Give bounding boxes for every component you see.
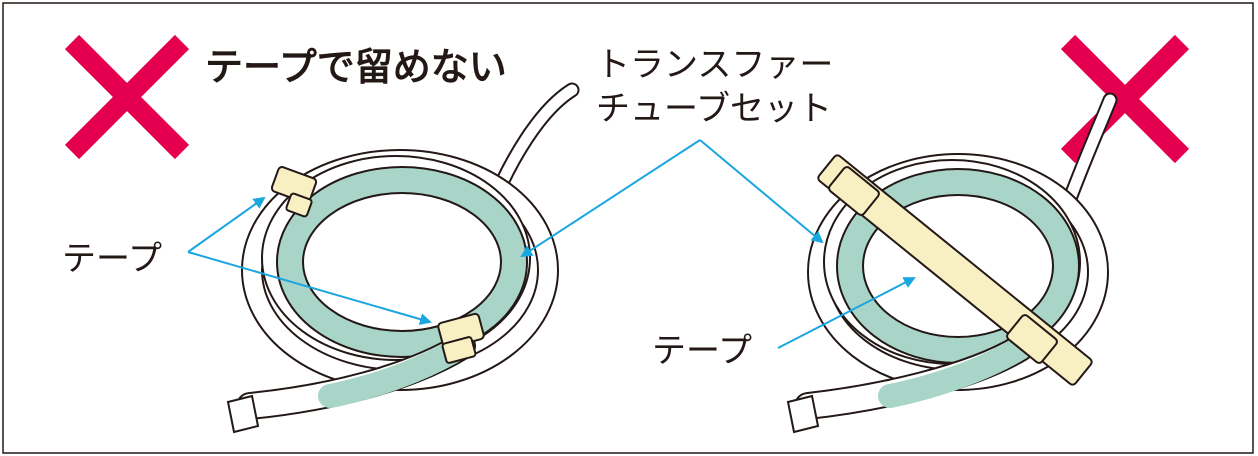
arrow-tubeset-to-left — [520, 139, 701, 258]
arrow-tubeset-to-right — [699, 139, 824, 244]
tape-label-left: テープ — [62, 239, 162, 279]
tube-set-label-line1: トランスファー — [596, 45, 833, 85]
tape-piece-left-bottom — [437, 312, 485, 364]
tape-label-right: テープ — [652, 331, 752, 371]
pointer-arrows — [187, 139, 916, 349]
tube-set-label-line2: チューブセット — [596, 89, 832, 129]
arrow-tape-left-bottom — [187, 251, 432, 325]
tape-piece-left-top — [270, 166, 318, 218]
prohibited-cross-icon-left — [64, 34, 190, 160]
warning-title: テープで留めない — [205, 45, 507, 89]
arrow-tape-right — [777, 277, 916, 349]
tape-strip-right-diagonal — [817, 154, 1093, 386]
coiled-tube-right — [794, 92, 1118, 420]
arrow-tape-left-top — [187, 196, 266, 253]
connector-right — [786, 394, 820, 434]
connector-left — [226, 394, 260, 434]
coiled-tube-left — [236, 82, 580, 420]
